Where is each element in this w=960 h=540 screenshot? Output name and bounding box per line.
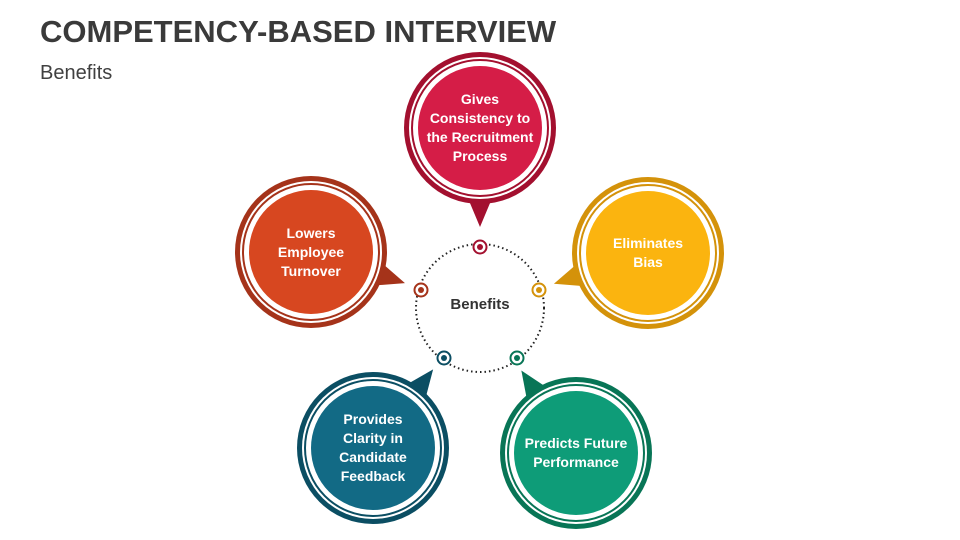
petal-bias [553, 177, 724, 329]
petal-label-consistency: Gives Consistency to the Recruitment Pro… [426, 91, 534, 164]
petal-disc [586, 191, 710, 315]
connector-dot-core [536, 287, 542, 293]
connector-dot-core [441, 355, 447, 361]
connector-dot-core [477, 244, 483, 250]
petal-turnover [235, 176, 405, 328]
petal-label-feedback: Provides Clarity in Candidate Feedback [339, 411, 407, 484]
center-label: Benefits [450, 296, 510, 313]
petal-feedback [297, 369, 449, 524]
petal-performance [500, 370, 652, 529]
petal-disc [311, 386, 435, 510]
petal-label-bias: Eliminates Bias [612, 235, 684, 270]
petal-thin-ring [411, 59, 549, 197]
connector-dot-core [514, 355, 520, 361]
petal-disc [418, 66, 542, 190]
slide-title: COMPETENCY-BASED INTERVIEW [40, 14, 557, 49]
slide-subtitle: Benefits [40, 62, 113, 84]
petal-thin-ring [579, 184, 717, 322]
center-dotted-ring [415, 243, 545, 373]
petal-disc [249, 190, 373, 314]
petal-thin-ring [507, 384, 645, 522]
petal-label-turnover: Lowers Employee Turnover [277, 224, 345, 279]
petal-thin-ring [304, 379, 442, 517]
connector-dot-core [418, 287, 424, 293]
petal-label-performance: Predicts Future Performance [524, 435, 628, 470]
petal-disc [514, 391, 638, 515]
petal-thin-ring [242, 183, 380, 321]
petal-consistency [404, 52, 556, 227]
